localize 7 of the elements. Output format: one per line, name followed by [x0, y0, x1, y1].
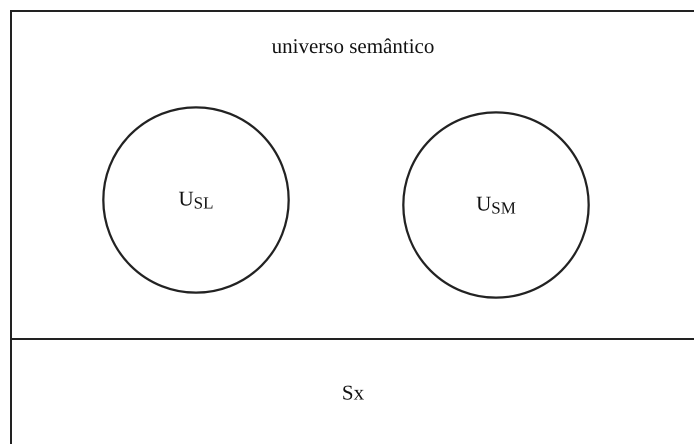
- circle-shape: [102, 106, 290, 294]
- set-label: U$_{SM}$: [476, 192, 516, 218]
- panel: [10, 10, 694, 340]
- circle-shape: [402, 111, 590, 299]
- set-label: U$_{SL}$: [178, 186, 214, 214]
- band-label: universo semântico: [272, 34, 434, 59]
- band-label: Sx: [342, 380, 364, 406]
